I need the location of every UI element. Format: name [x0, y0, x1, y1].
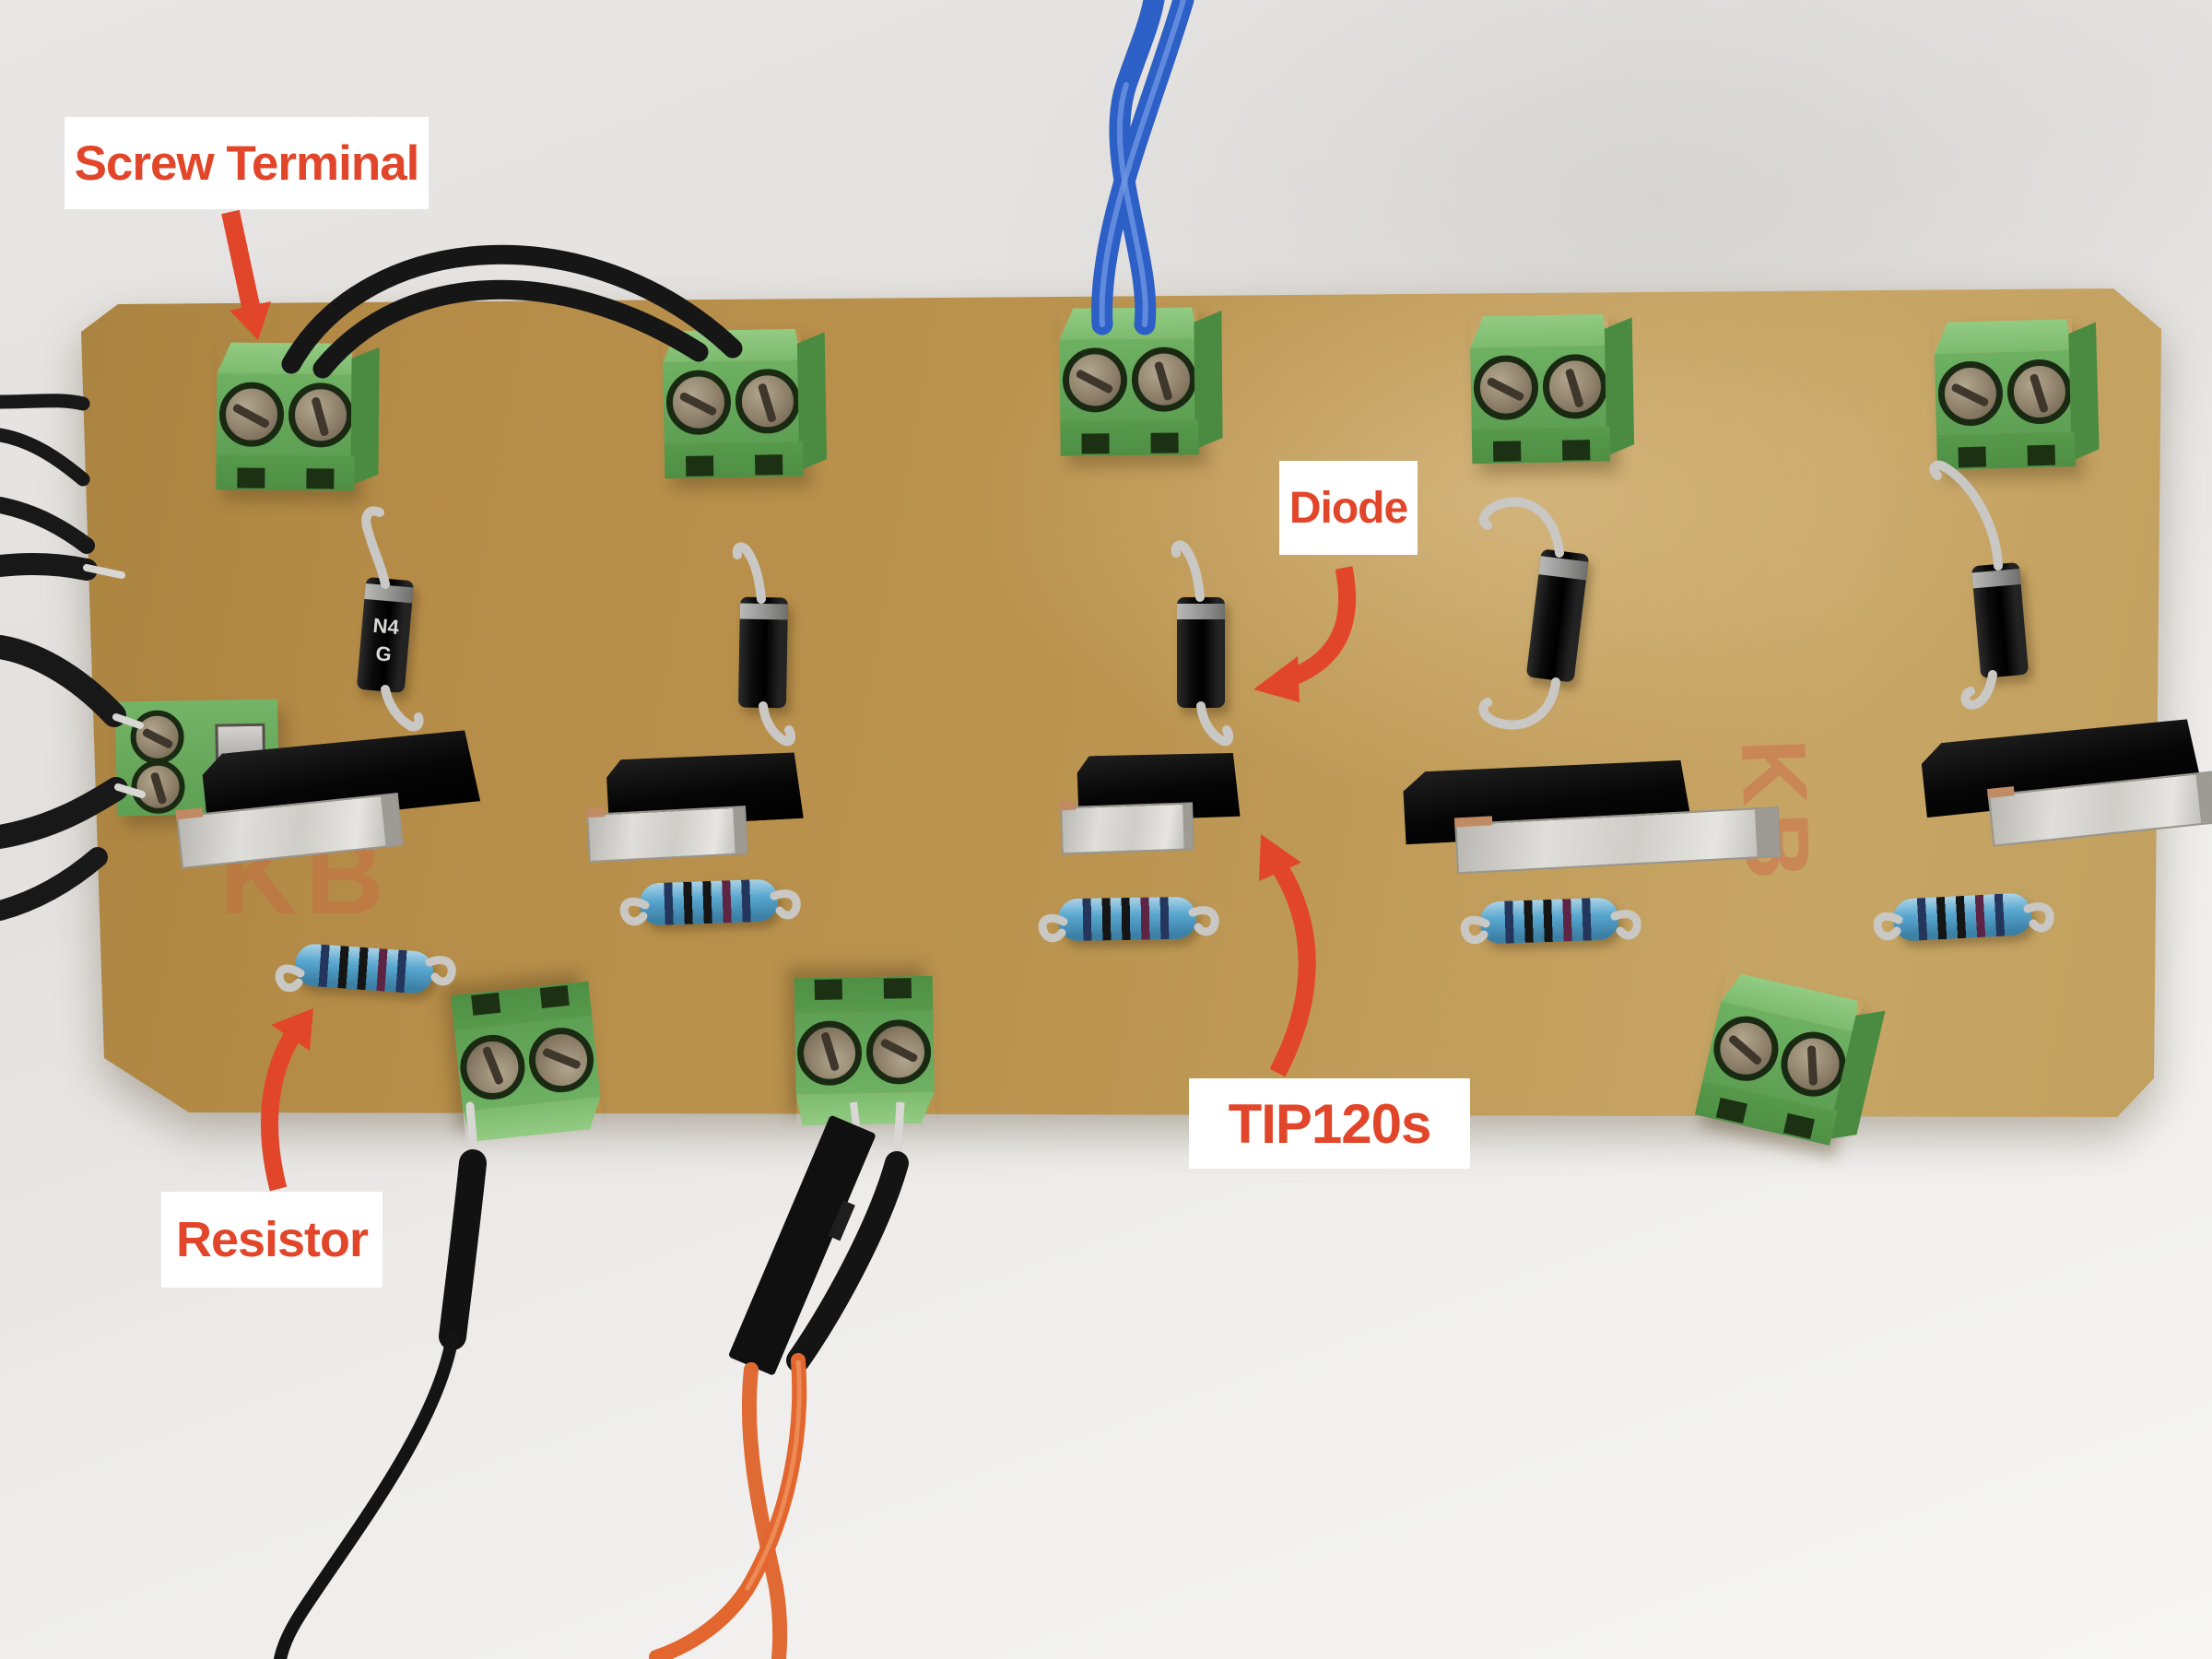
screw-icon — [2006, 359, 2073, 425]
resistor-2 — [639, 878, 779, 926]
screw-icon — [218, 382, 284, 447]
screw-terminal-top-5 — [1934, 319, 2100, 470]
diode-1: N4 G — [356, 576, 415, 694]
diode-cathode-band — [364, 583, 414, 604]
screw-icon — [526, 1024, 597, 1096]
diode-cathode-band — [1538, 556, 1589, 581]
terminal-skirt — [1060, 419, 1199, 456]
diode-cathode-band — [1177, 604, 1225, 619]
terminal-front-face — [663, 359, 803, 444]
diode-cathode-band — [739, 603, 788, 620]
diode-2 — [737, 596, 789, 709]
label-screw-terminal: Screw Terminal — [65, 117, 429, 209]
terminal-skirt — [1936, 431, 2077, 470]
screw-icon — [1472, 355, 1539, 421]
screw-icon — [1062, 347, 1127, 413]
screw-icon — [130, 710, 185, 765]
screw-icon — [665, 370, 732, 436]
terminal-top-face — [796, 1092, 935, 1126]
terminal-side-face — [350, 347, 380, 486]
terminal-front-face — [794, 1010, 935, 1095]
terminal-top-face — [1059, 307, 1197, 339]
resistor-3 — [1057, 896, 1197, 942]
terminal-front-face — [454, 1016, 601, 1112]
diode-5 — [1971, 561, 2030, 679]
screw-icon — [1541, 353, 1608, 419]
terminal-front-face — [216, 373, 356, 456]
screw-terminal-top-2 — [663, 329, 828, 479]
screw-terminal-top-4 — [1470, 314, 1635, 465]
diode-cathode-band — [1971, 569, 2021, 589]
terminal-skirt — [216, 454, 355, 491]
diode-marking: N4 — [371, 614, 400, 640]
terminal-top-face — [663, 329, 802, 363]
screw-terminal-top-3 — [1059, 307, 1223, 456]
terminal-skirt — [664, 441, 804, 479]
screw-terminal-bottom-2 — [794, 975, 935, 1126]
tip120-transistor-4 — [1394, 753, 1782, 878]
label-tip120s: TIP120s — [1189, 1078, 1470, 1169]
terminal-skirt — [1471, 426, 1611, 465]
screw-icon — [865, 1018, 933, 1085]
terminal-top-face — [1934, 319, 2073, 354]
terminal-top-face — [217, 342, 355, 374]
diode-marking: G — [374, 641, 393, 666]
label-resistor: Resistor — [161, 1192, 382, 1288]
resistor-4 — [1479, 897, 1619, 945]
screw-terminal-bottom-1 — [451, 981, 604, 1143]
tip120-transistor-3 — [1058, 751, 1241, 857]
screw-icon — [1131, 347, 1196, 412]
terminal-front-face — [1470, 345, 1610, 429]
diode-3 — [1177, 597, 1225, 708]
screw-icon — [734, 368, 801, 434]
screw-terminal-top-1 — [216, 342, 380, 491]
terminal-top-face — [1470, 314, 1609, 348]
tip120-transistor-2 — [583, 750, 806, 865]
label-diode: Diode — [1279, 461, 1418, 555]
terminal-front-face — [1059, 338, 1199, 421]
screw-icon — [1706, 1009, 1784, 1088]
terminal-front-face — [1934, 350, 2076, 435]
screw-icon — [288, 382, 353, 448]
transistor-metal-tab — [586, 805, 748, 863]
resistor-5 — [1891, 892, 2033, 942]
transistor-metal-tab — [1060, 802, 1195, 855]
screw-icon — [796, 1020, 864, 1087]
terminal-skirt — [794, 975, 934, 1014]
screw-icon — [1936, 360, 2004, 427]
screw-icon — [457, 1031, 529, 1103]
